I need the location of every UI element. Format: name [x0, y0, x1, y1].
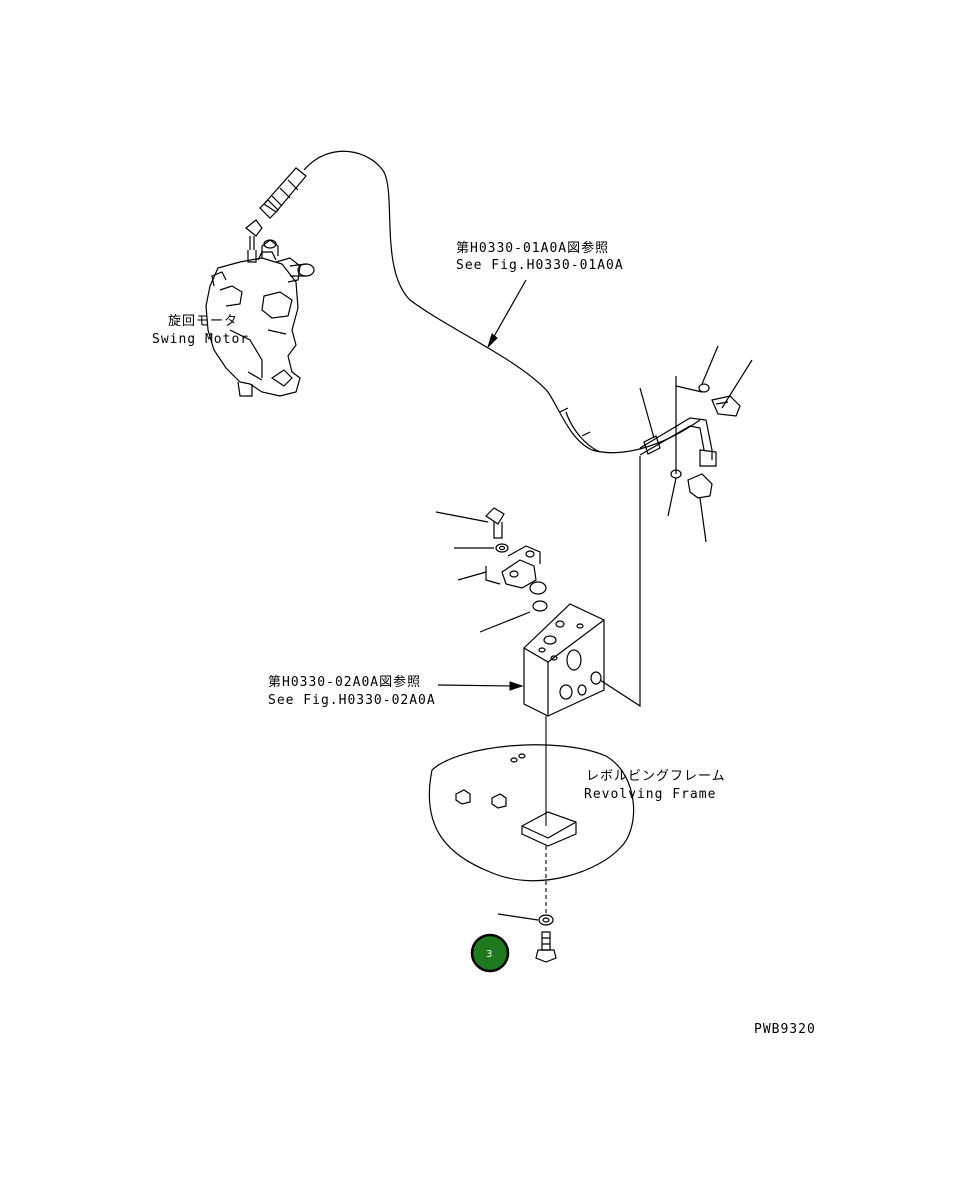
elbow-fitting-right	[670, 469, 713, 499]
bolt-top	[485, 507, 505, 539]
split-flange	[501, 545, 541, 589]
ref-top-en: See Fig.H0330-01A0A	[456, 258, 624, 273]
motor-elbow-fitting	[245, 219, 263, 263]
swing-motor-jp: 旋回モータ	[168, 314, 238, 329]
callout-3[interactable]: 3	[470, 933, 510, 973]
leader-washer	[497, 913, 539, 921]
washer-small	[495, 543, 509, 553]
valve-block	[523, 603, 605, 717]
drawing-number: PWB9320	[754, 1022, 816, 1037]
bottom-washer	[538, 914, 554, 926]
swing-motor-en: Swing Motor	[152, 332, 249, 347]
hose-ref-leader	[487, 279, 527, 348]
frame-en: Revolving Frame	[584, 787, 716, 802]
hose	[303, 150, 701, 454]
tube-assembly	[639, 417, 717, 467]
ref-top-jp: 第H0330-01A0A図参照	[456, 240, 609, 256]
leaders-right	[639, 345, 753, 543]
revolving-frame	[428, 744, 635, 882]
swing-motor	[205, 239, 315, 397]
bottom-bolt	[535, 931, 557, 963]
valve-ref-leader	[437, 681, 524, 691]
callout-number: 3	[486, 949, 492, 960]
frame-jp: レボルビングフレーム	[586, 769, 726, 784]
ref-mid-en: See Fig.H0330-02A0A	[268, 693, 436, 708]
bracket-lines	[599, 376, 703, 708]
leaders-left	[435, 511, 531, 633]
o-ring-plug	[529, 581, 548, 612]
ref-mid-jp: 第H0330-02A0A図参照	[268, 674, 421, 690]
hose-end-fitting	[259, 167, 307, 219]
